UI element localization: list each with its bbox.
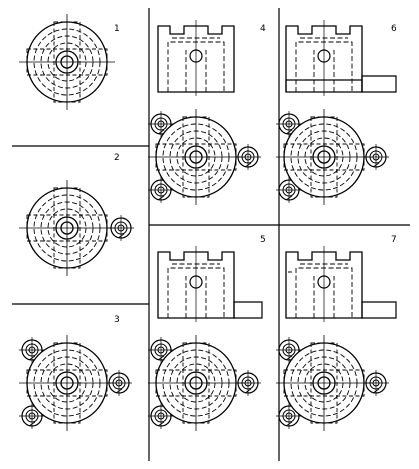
figure-label: 7 (391, 235, 397, 245)
figure-5: 5 (148, 235, 266, 431)
figure-label: 2 (114, 153, 120, 163)
figure-6: 6 (276, 19, 397, 205)
figure-label: 4 (260, 24, 266, 34)
figure-2: 2 (18, 153, 135, 277)
frame-lines (12, 8, 410, 461)
figure-label: 3 (114, 315, 120, 325)
figure-1: 1 (18, 13, 120, 111)
figure-7: 7 (276, 235, 397, 431)
figure-label: 6 (391, 24, 397, 34)
figure-label: 5 (260, 235, 266, 245)
figure-label: 1 (114, 24, 120, 34)
figure-4: 4 (148, 19, 266, 205)
figure-3: 3 (19, 315, 132, 431)
